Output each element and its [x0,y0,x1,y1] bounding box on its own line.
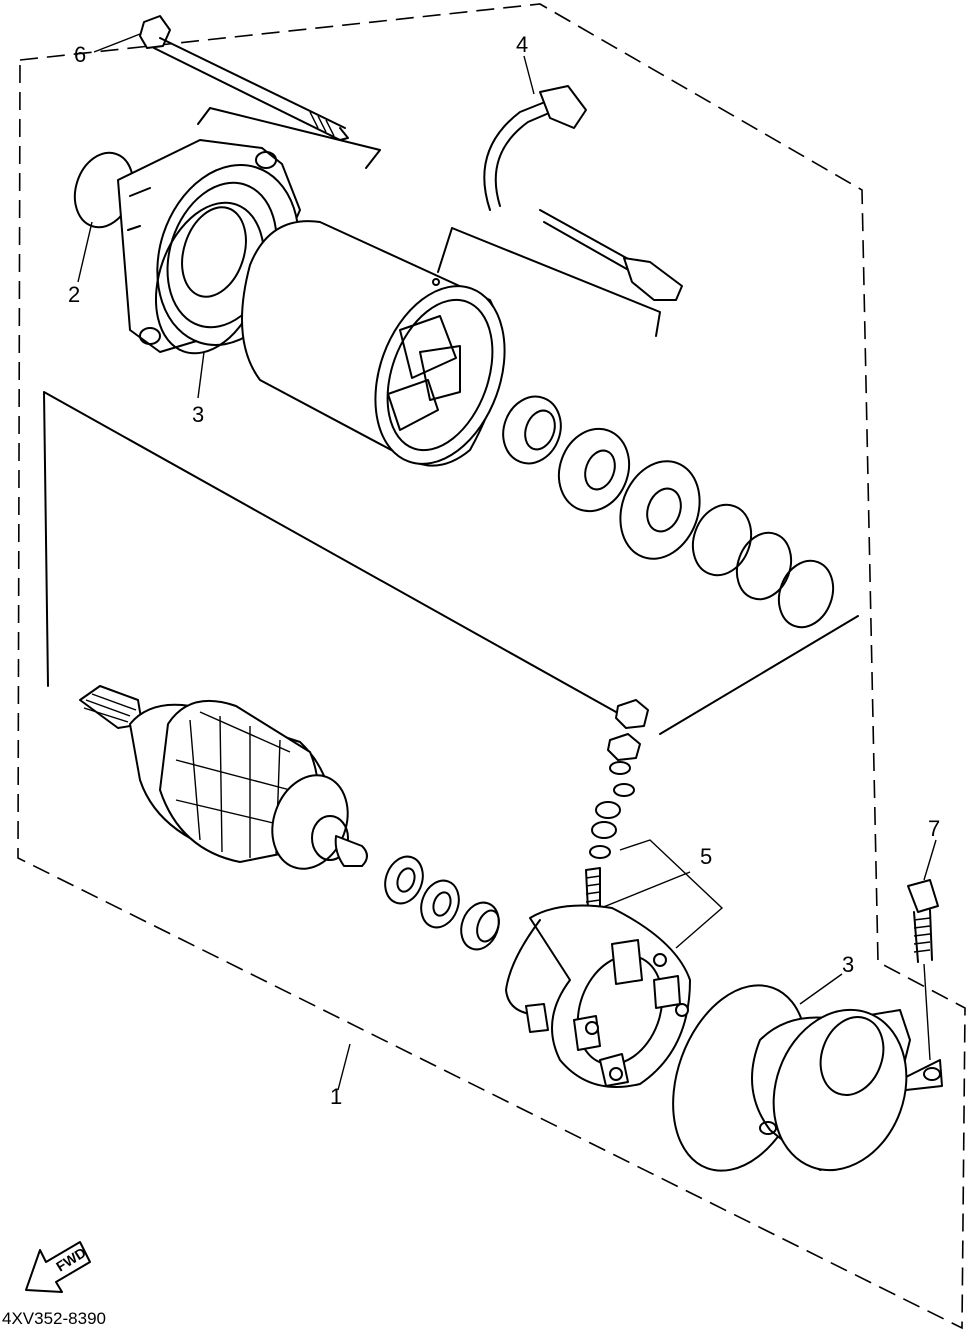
rear-cover [751,1008,943,1172]
washer-upper-2 [619,460,701,560]
washer-upper-3 [691,503,753,577]
callout-3b: 3 [799,952,854,1005]
callout-3a: 3 [192,351,205,427]
fwd-arrow-icon: FWD [25,1241,91,1293]
assembly-boundary [17,3,966,1330]
long-bolt [139,15,349,141]
washer-lower-2 [420,879,460,929]
svg-text:5: 5 [700,844,712,869]
svg-text:3: 3 [192,402,204,427]
bolt-bracket-line [197,107,381,169]
washer-lower-1 [384,855,424,905]
svg-text:2: 2 [68,282,80,307]
washer-upper-4 [735,531,793,601]
svg-text:7: 7 [928,816,940,841]
bearing-lower [460,901,500,951]
svg-text:6: 6 [74,42,86,67]
lead-bracket-line [437,227,661,337]
callout-2: 2 [68,221,93,307]
washer-upper-1 [557,427,631,513]
svg-text:4: 4 [516,32,528,57]
screw-bolt [907,879,939,963]
callout-5: 5 [700,844,712,869]
screw-leader [923,963,931,1061]
svg-text:1: 1 [330,1084,342,1109]
document-code: 4XV352-8390 [2,1309,106,1328]
lead-wire [483,85,683,301]
brush-holder-leader [595,839,724,949]
yoke-housing [241,220,506,467]
terminal-nut-stack [585,699,649,911]
svg-text:3: 3 [842,952,854,977]
brush-holder [505,904,691,1088]
callout-7: 7 [923,816,940,881]
callout-6: 6 [74,33,141,67]
armature [79,685,368,870]
callout-1: 1 [330,1043,351,1109]
bearing-upper [502,395,562,465]
washer-upper-5 [777,559,835,629]
callout-4: 4 [516,32,535,95]
armature-bracket-line [43,391,859,735]
